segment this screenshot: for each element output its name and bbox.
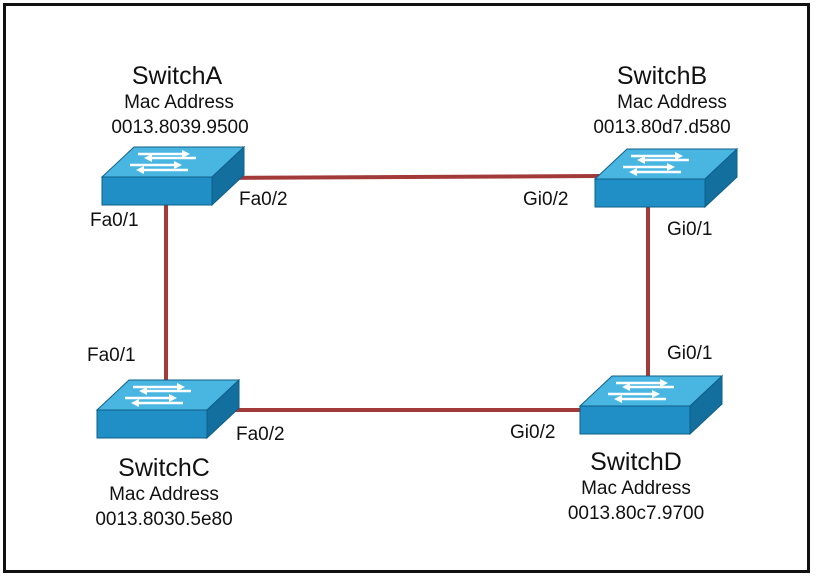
switch-b-name: SwitchB xyxy=(616,62,708,90)
switch-a-mac-title: Mac Address xyxy=(124,92,234,113)
switch-c-name: SwitchC xyxy=(118,454,210,482)
diagram-frame xyxy=(3,3,810,573)
switch-b-mac-title: Mac Address xyxy=(617,92,727,113)
switch-b-icon xyxy=(593,147,739,209)
port-a-fa02: Fa0/2 xyxy=(239,189,288,210)
switch-c-mac: 0013.8030.5e80 xyxy=(95,509,233,530)
switch-c-mac-title: Mac Address xyxy=(109,484,219,505)
switch-a-mac: 0013.8039.9500 xyxy=(111,117,249,138)
switch-b-mac: 0013.80d7.d580 xyxy=(593,117,731,138)
port-b-gi01: Gi0/1 xyxy=(667,219,713,240)
switch-d-name: SwitchD xyxy=(590,448,682,476)
port-c-fa02: Fa0/2 xyxy=(236,424,285,445)
link-a-b xyxy=(209,174,601,180)
port-b-gi02: Gi0/2 xyxy=(523,189,569,210)
port-a-fa01: Fa0/1 xyxy=(90,210,139,231)
switch-d-mac: 0013.80c7.9700 xyxy=(567,503,705,524)
port-d-gi02: Gi0/2 xyxy=(510,422,556,443)
switch-c-icon xyxy=(95,378,241,440)
switch-a-icon xyxy=(100,145,246,207)
switch-d-mac-title: Mac Address xyxy=(581,478,691,499)
switch-a-name: SwitchA xyxy=(131,62,223,90)
switch-d-icon xyxy=(578,374,724,436)
port-c-fa01: Fa0/1 xyxy=(87,345,136,366)
port-d-gi01: Gi0/1 xyxy=(667,343,713,364)
